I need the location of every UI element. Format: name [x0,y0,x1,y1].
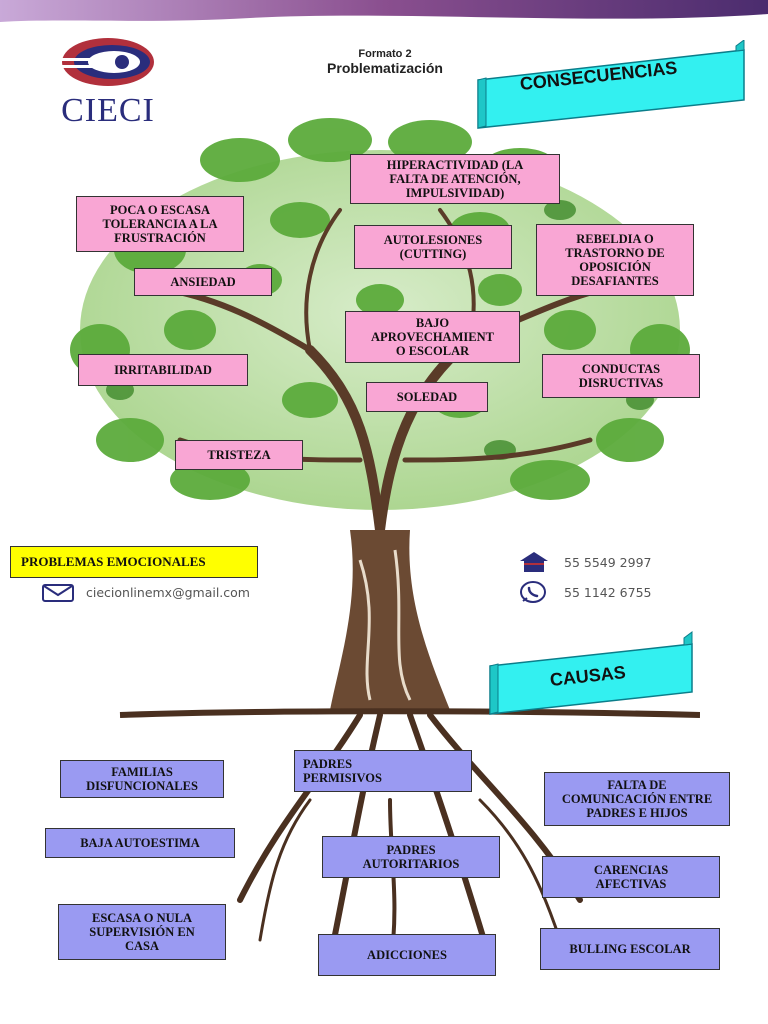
consequence-irritability: IRRITABILIDAD [78,354,248,386]
tree-trunk [330,530,450,710]
header-wave-band [0,0,768,22]
consequence-rebellion: REBELDIA O TRASTORNO DE OPOSICIÓN DESAFI… [536,224,694,296]
house-icon [520,552,548,572]
consequences-banner [477,40,745,129]
cause-low-self-esteem: BAJA AUTOESTIMA [45,828,235,858]
cause-lack-of-supervision: ESCASA O NULA SUPERVISIÓN EN CASA [58,904,226,960]
consequence-anxiety: ANSIEDAD [134,268,272,296]
causes-banner [489,631,693,715]
consequence-sadness: TRISTEZA [175,440,303,470]
cause-authoritarian-parents: PADRES AUTORITARIOS [322,836,500,878]
ground-line [119,708,700,718]
cause-affective-deficiencies: CARENCIAS AFECTIVAS [542,856,720,898]
consequence-hyperactivity: HIPERACTIVIDAD (LA FALTA DE ATENCIÓN, IM… [350,154,560,204]
contact-email: ciecionlinemx@gmail.com [86,585,250,600]
cause-dysfunctional-families: FAMILIAS DISFUNCIONALES [60,760,224,798]
email-icon [42,584,74,602]
contact-whatsapp: 55 1142 6755 [564,585,652,600]
cause-communication-lack: FALTA DE COMUNICACIÓN ENTRE PADRES E HIJ… [544,772,730,826]
cause-permissive-parents: PADRES PERMISIVOS [294,750,472,792]
consequence-loneliness: SOLEDAD [366,382,488,412]
contact-phone: 55 5549 2997 [564,555,652,570]
consequence-low-frustration-tolerance: POCA O ESCASA TOLERANCIA A LA FRUSTRACIÓ… [76,196,244,252]
format-label: Formato 2 [358,48,412,60]
central-problem: PROBLEMAS EMOCIONALES [10,546,258,578]
consequence-disruptive-behavior: CONDUCTAS DISRUCTIVAS [542,354,700,398]
format-title: Problematización [327,60,443,76]
cieci-logo [62,38,154,86]
logo-wordmark: CIECI [61,92,155,129]
consequence-low-school-performance: BAJO APROVECHAMIENT O ESCOLAR [345,311,520,363]
whatsapp-icon [520,581,546,603]
cause-addictions: ADICCIONES [318,934,496,976]
consequence-self-harm: AUTOLESIONES (CUTTING) [354,225,512,269]
cause-school-bullying: BULLING ESCOLAR [540,928,720,970]
tree-roots [237,712,583,972]
